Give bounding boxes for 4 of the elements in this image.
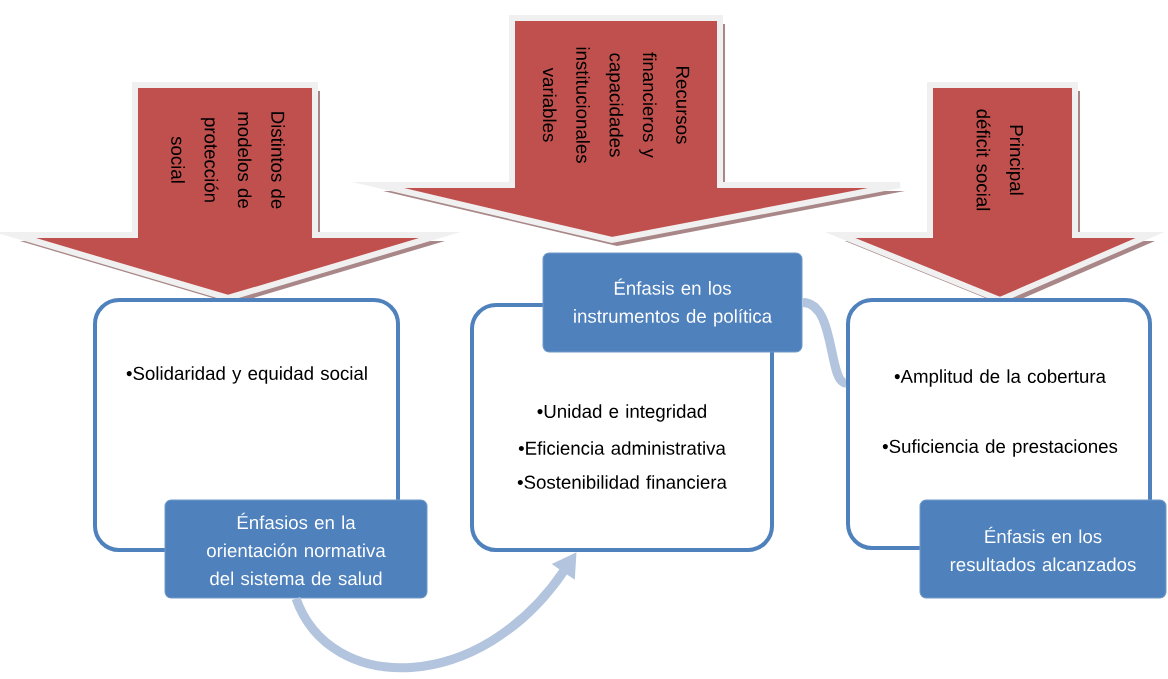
arrow-callout: Principal déficit social	[824, 82, 1165, 306]
label-box: Énfasis en los instrumentos de política	[542, 252, 803, 353]
label-box: Énfasis en los resultados alcanzados	[919, 499, 1167, 599]
label-box: Énfasios en la orientación normativa del sistema de salud	[164, 499, 428, 599]
